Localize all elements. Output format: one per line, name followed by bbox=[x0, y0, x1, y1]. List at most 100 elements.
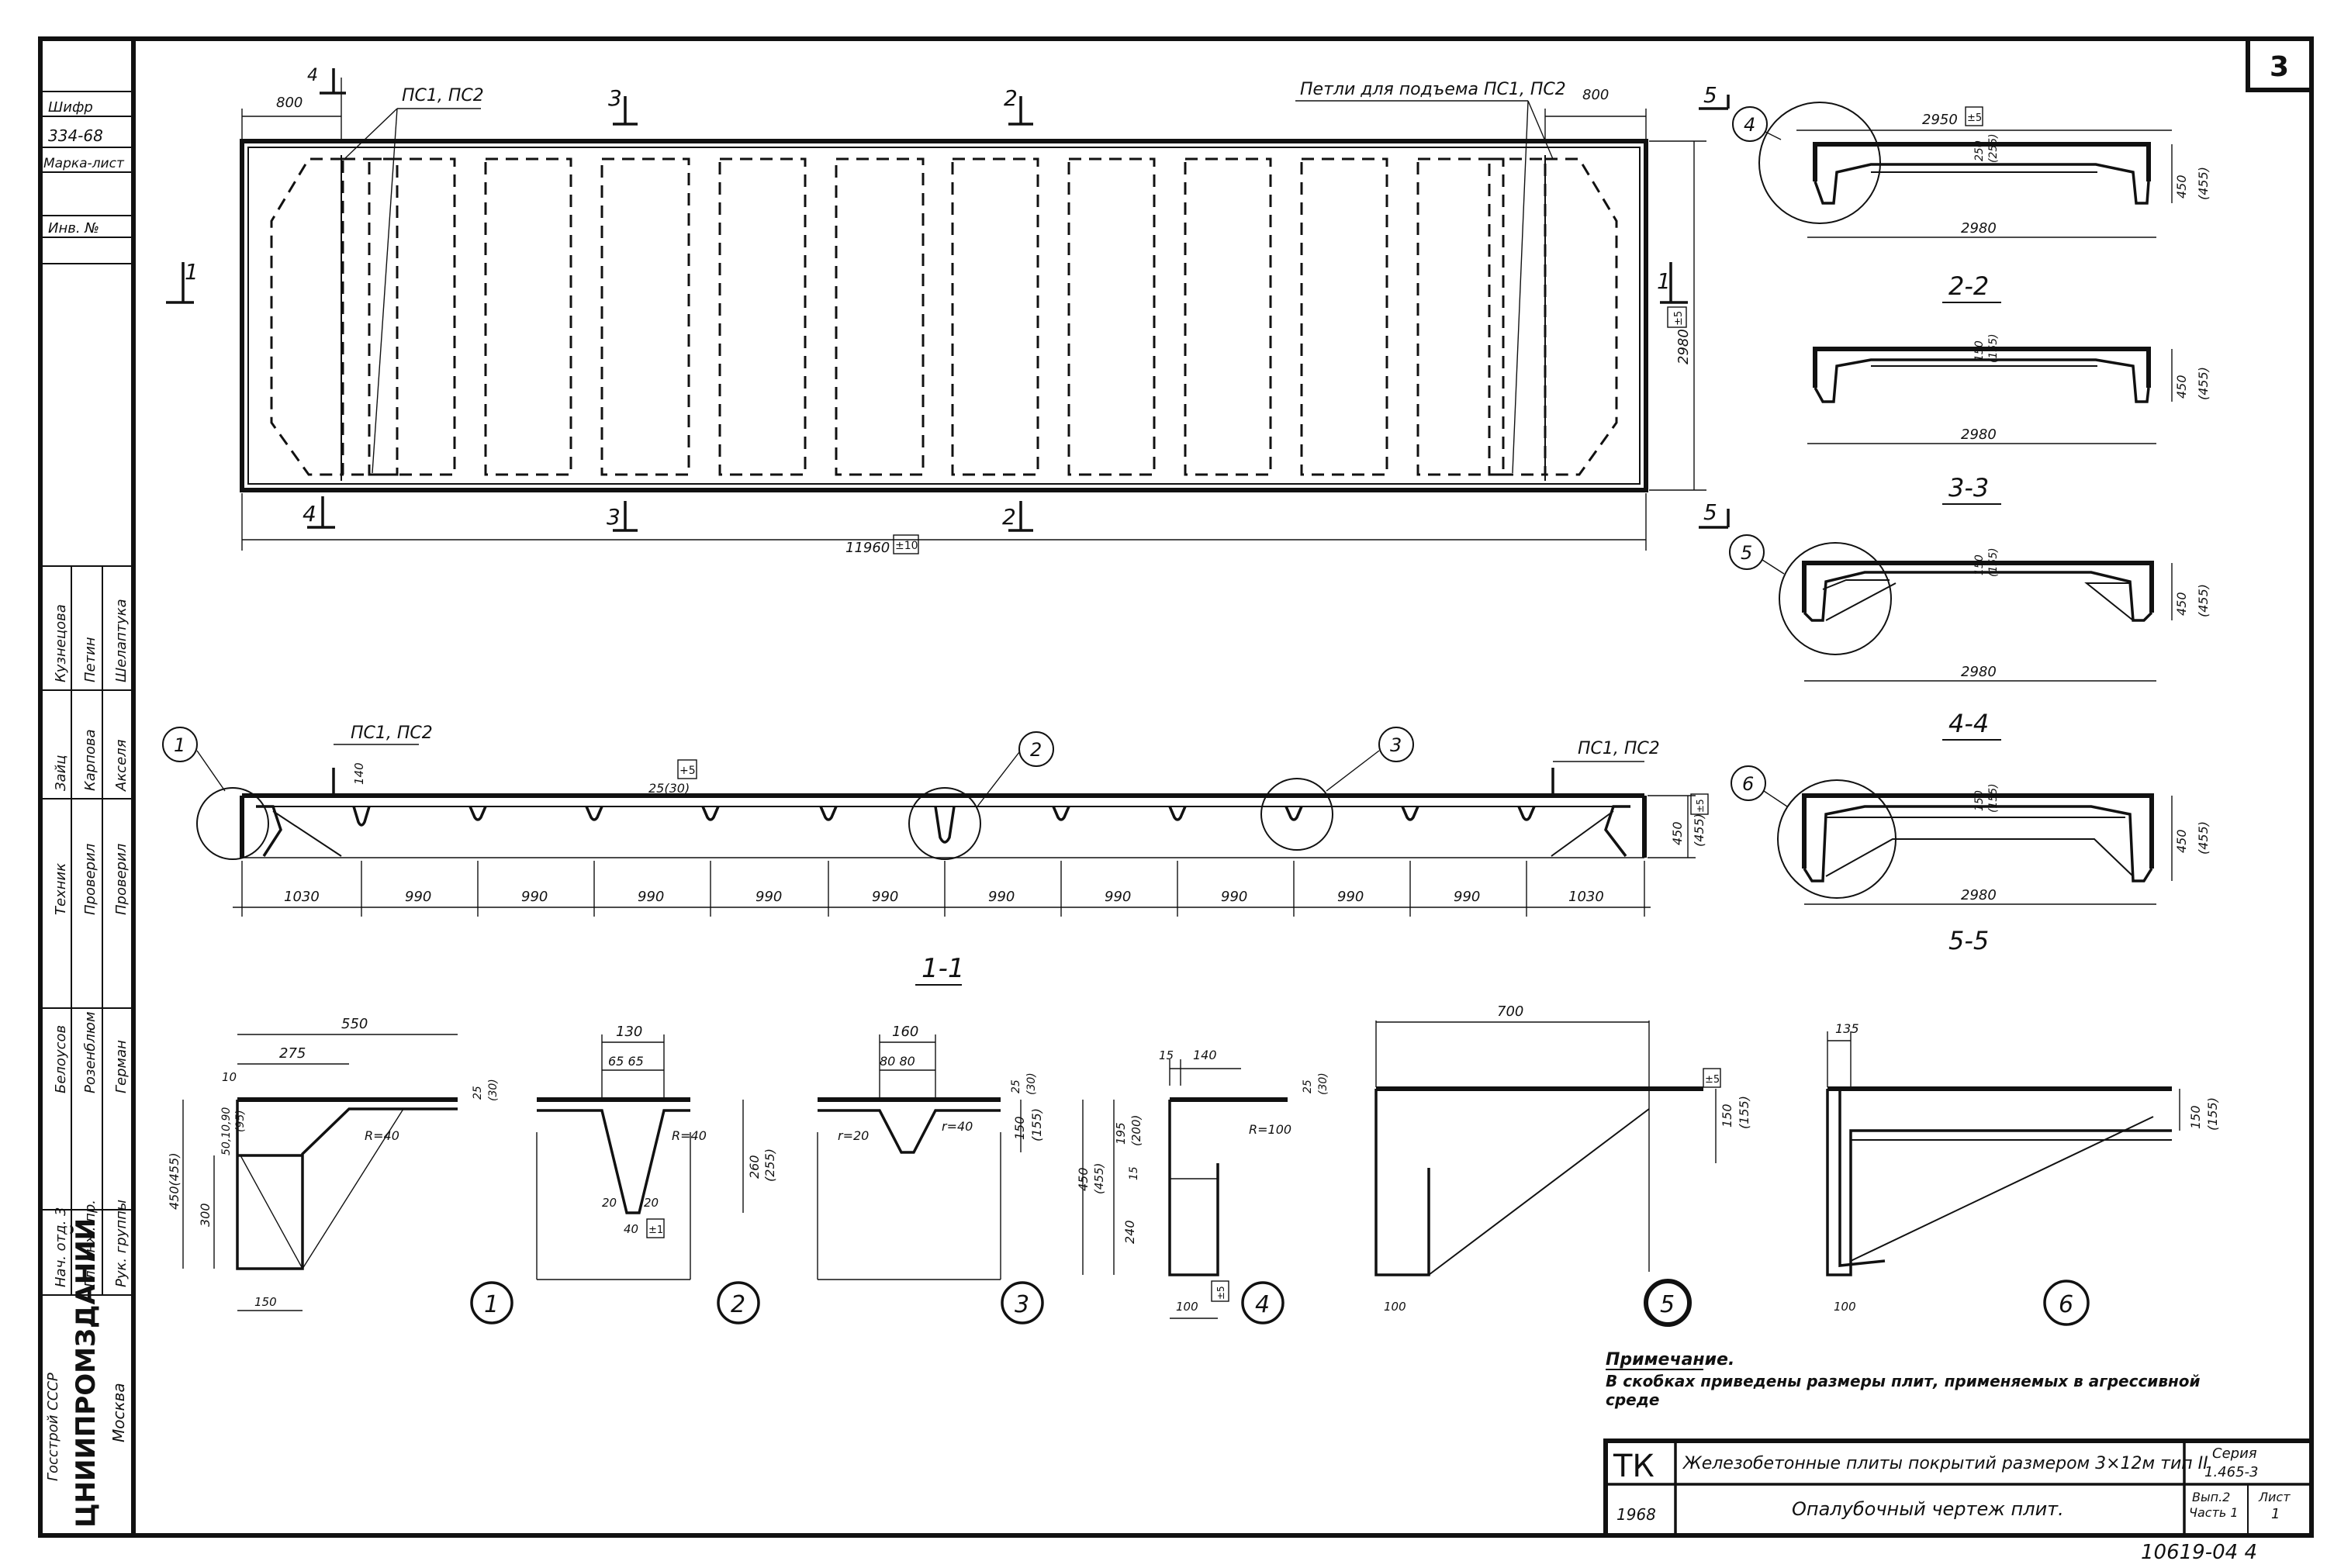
d2-w40: 40 bbox=[624, 1222, 638, 1236]
d1-w150: 150 bbox=[254, 1295, 277, 1309]
d2-h255: (255) bbox=[762, 1148, 777, 1182]
span-12: 1030 bbox=[1568, 889, 1604, 905]
span-11: 990 bbox=[1454, 889, 1480, 905]
left-strip-top: Шифр 334-68 Марка-лист Инв. № bbox=[40, 91, 133, 264]
d3-h155: (155) bbox=[1029, 1108, 1044, 1141]
d6-h155: (155) bbox=[2205, 1097, 2220, 1131]
title-sheet-value: 1 bbox=[2271, 1506, 2280, 1522]
cross-section-4-4: 5 2980 450 (455) 150 (155) 4-4 bbox=[1729, 534, 2211, 741]
d5-w100: 100 bbox=[1384, 1300, 1406, 1314]
sheet-number: 3 bbox=[2270, 51, 2289, 83]
plan-cut-1-right: 1 bbox=[1657, 268, 1671, 294]
note-title: Примечание. bbox=[1606, 1350, 1734, 1369]
d4-r: R=100 bbox=[1249, 1122, 1291, 1137]
section-4-4-node: 5 bbox=[1741, 542, 1752, 564]
mark-label: Марка-лист bbox=[43, 156, 125, 171]
d4-num: 4 bbox=[1255, 1291, 1270, 1318]
section-4-4-height-alt: (455) bbox=[2196, 584, 2211, 617]
name-rozenblum: Розенблюм bbox=[82, 1011, 99, 1093]
d1-d25: 25 bbox=[472, 1086, 484, 1100]
plan-callout-right: Петли для подъема ПС1, ПС2 bbox=[1300, 80, 1566, 99]
d4-tol: ±5 bbox=[1215, 1286, 1226, 1300]
d6-w100: 100 bbox=[1834, 1300, 1856, 1314]
d1-num: 1 bbox=[484, 1291, 499, 1318]
section-3-3-bottom: 2980 bbox=[1961, 427, 1997, 443]
detail-3: 160 80 80 25 (30) 150 (155) r=20 r=40 3 bbox=[817, 1024, 1044, 1325]
span-5: 990 bbox=[755, 889, 782, 905]
d4-h195: 195 bbox=[1114, 1122, 1128, 1145]
d5-h150: 150 bbox=[1720, 1103, 1734, 1128]
section-3-3-height-alt: (455) bbox=[2196, 367, 2211, 400]
d5-num: 5 bbox=[1660, 1291, 1675, 1318]
span-8: 990 bbox=[1105, 889, 1131, 905]
d3-d30: (30) bbox=[1025, 1072, 1038, 1095]
plan-width: 2980 bbox=[1675, 329, 1692, 364]
org-city: Москва bbox=[109, 1383, 128, 1442]
role-technik: Техник bbox=[53, 863, 69, 915]
d1-d10: 10 bbox=[222, 1070, 237, 1084]
d6-h150: 150 bbox=[2188, 1105, 2203, 1129]
span-7: 990 bbox=[988, 889, 1015, 905]
title-year: 1968 bbox=[1616, 1505, 1656, 1524]
section-3-3-height: 450 bbox=[2174, 375, 2189, 399]
span-10: 990 bbox=[1337, 889, 1364, 905]
plan-cut-2-top: 2 bbox=[1004, 85, 1018, 111]
detail-2: 130 65 65 R=40 260 (255) 20 20 40 ±1 2 bbox=[536, 1024, 777, 1325]
org-line1: Госстрой СССР bbox=[45, 1373, 61, 1481]
d1-r: R=40 bbox=[365, 1128, 399, 1143]
title-series-label: Серия bbox=[2212, 1445, 2257, 1462]
left-strip-signatures: Нач. отд. 3 Гл. инж. пр. Рук. группы Бел… bbox=[40, 565, 133, 1296]
section-2-2-bottom: 2980 bbox=[1961, 220, 1997, 237]
long-callout-left: ПС1, ПС2 bbox=[351, 724, 433, 743]
d2-w130: 130 bbox=[616, 1024, 642, 1040]
plan-cut-4-top: 4 bbox=[307, 66, 318, 85]
section-3-3-flange: 150 bbox=[1973, 340, 1986, 361]
section-2-2-label: 2-2 bbox=[1948, 271, 1989, 301]
d2-r: R=40 bbox=[672, 1128, 707, 1143]
note-block: Примечание. В скобках приведены размеры … bbox=[1606, 1350, 2201, 1409]
d3-w160: 160 bbox=[892, 1024, 918, 1040]
d3-w80: 80 80 bbox=[880, 1054, 915, 1069]
d4-d30: (30) bbox=[1317, 1072, 1329, 1095]
long-loop-height: 140 bbox=[352, 762, 366, 785]
plan-length: 11960 bbox=[845, 540, 890, 556]
d1-d50: 50,10,90 bbox=[220, 1107, 233, 1155]
title-main: Железобетонные плиты покрытий размером 3… bbox=[1682, 1454, 2208, 1473]
detail-4: 15 140 25 (30) 450 (455) 195 (200) 15 24… bbox=[1076, 1048, 1329, 1325]
d3-r2: r=40 bbox=[942, 1119, 973, 1134]
title-sheet-label: Лист bbox=[2258, 1490, 2291, 1504]
section-2-2-flange-alt: (255) bbox=[1987, 133, 2000, 163]
d2-h260: 260 bbox=[747, 1155, 762, 1179]
d3-h150: 150 bbox=[1012, 1116, 1027, 1140]
section-4-4-flange-alt: (155) bbox=[1987, 547, 2000, 577]
d4-h240: 240 bbox=[1122, 1220, 1137, 1244]
section-5-5-height: 450 bbox=[2174, 829, 2189, 853]
plan-cut-5-top: 5 bbox=[1703, 82, 1717, 108]
d3-r1: r=20 bbox=[838, 1128, 869, 1143]
d4-d25: 25 bbox=[1302, 1079, 1314, 1093]
section-5-5-bottom: 2980 bbox=[1961, 887, 1997, 903]
cipher-label: Шифр bbox=[48, 99, 93, 116]
long-height-tol: ±5 bbox=[1695, 799, 1706, 813]
d2-w65: 65 65 bbox=[608, 1054, 644, 1069]
sig-1: Зайц bbox=[53, 755, 69, 791]
d4-h455: (455) bbox=[1092, 1163, 1106, 1194]
left-strip-frame bbox=[38, 36, 136, 1538]
d1-d95: (95) bbox=[234, 1110, 247, 1132]
cross-section-2-2: 4 2950 ±5 2980 450 (455) 250 (255) 2-2 bbox=[1732, 102, 2211, 303]
span-1: 1030 bbox=[284, 889, 320, 905]
role-proveril-2: Проверил bbox=[113, 844, 130, 915]
plan-cut-2-bottom: 2 bbox=[1002, 504, 1016, 530]
sig-2: Карпова bbox=[82, 729, 99, 791]
section-2-2-height-alt: (455) bbox=[2196, 167, 2211, 200]
span-4: 990 bbox=[638, 889, 664, 905]
title-series-value: 1.465-3 bbox=[2204, 1464, 2258, 1480]
title-subtitle: Опалубочный чертеж плит. bbox=[1792, 1498, 2064, 1520]
sheet-number-box bbox=[2246, 36, 2314, 92]
name-petin: Петин bbox=[82, 637, 99, 682]
d1-d30: (30) bbox=[487, 1079, 500, 1101]
d1-w550: 550 bbox=[341, 1016, 368, 1032]
name-shelaputka: Шелаптука bbox=[113, 599, 130, 682]
long-height-alt: (455) bbox=[1692, 813, 1706, 847]
long-callout-right: ПС1, ПС2 bbox=[1578, 739, 1660, 758]
